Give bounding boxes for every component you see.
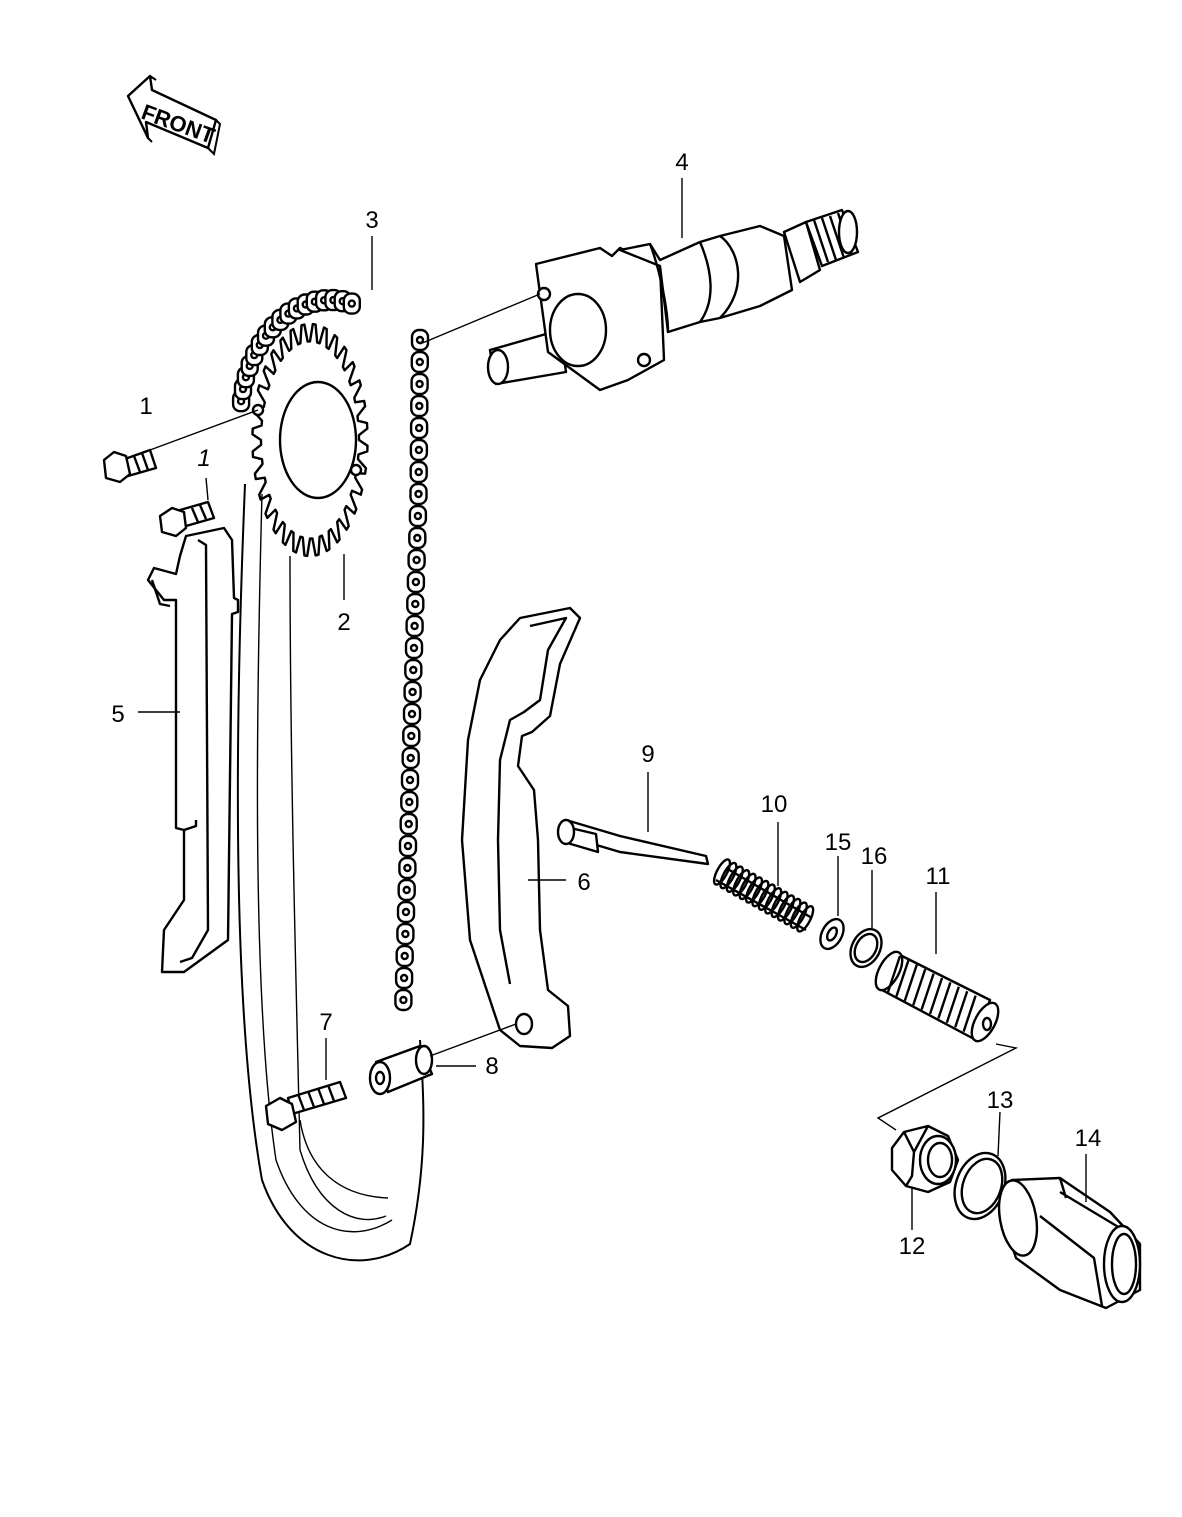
spring-coil (796, 905, 815, 933)
spring (712, 858, 815, 933)
lock-nut (890, 1124, 960, 1194)
chain-pin (399, 995, 408, 1005)
chain-pin (406, 753, 415, 763)
callout-11: 11 (926, 863, 951, 890)
adjuster-thread (895, 960, 910, 997)
push-rod (556, 818, 710, 866)
cap-bolt (997, 1176, 1142, 1310)
spring-coil (789, 901, 808, 929)
callout-12: 12 (899, 1233, 926, 1260)
adjuster-thread (912, 968, 927, 1006)
chain-pin (403, 841, 413, 851)
bolt-lower (158, 500, 216, 538)
adjuster-thread (928, 977, 944, 1015)
washer (819, 917, 845, 951)
callout-2: 2 (337, 609, 350, 636)
cam-chain (231, 288, 430, 1262)
spring-coil (757, 883, 776, 911)
adjuster-thread (937, 982, 952, 1019)
callouts: 1 1 2 3 4 5 6 7 8 9 10 11 12 13 14 15 16 (111, 149, 1101, 1260)
chain-pin (411, 599, 420, 609)
chain-guide (146, 526, 240, 974)
chain-pin (410, 621, 419, 631)
tensioner-guide (460, 606, 582, 1050)
spring-coil (719, 861, 738, 890)
chain-pin (415, 335, 425, 345)
bolt-upper (102, 448, 158, 484)
callout-7: 7 (319, 1009, 332, 1036)
chain-pin (400, 951, 409, 961)
chain-pin (407, 709, 417, 719)
callout-1-upper: 1 (139, 393, 152, 420)
camshaft (486, 208, 860, 392)
spring-coil (738, 872, 757, 901)
gasket (953, 1151, 1007, 1221)
sprocket (251, 322, 369, 558)
chain-pin (411, 577, 421, 587)
adjuster-thread (945, 986, 960, 1024)
chain-pin (401, 929, 410, 939)
adjuster-thread (954, 990, 969, 1028)
spring-coil (712, 858, 732, 886)
callout-3: 3 (365, 207, 378, 234)
callout-4: 4 (675, 149, 688, 176)
callout-9: 9 (641, 741, 654, 768)
adjuster-thread (920, 973, 935, 1010)
spring-coil (764, 887, 783, 915)
adjuster-thread (962, 995, 977, 1032)
chain-pin (414, 489, 423, 499)
spring-coil (770, 890, 789, 919)
chain-pin (415, 379, 424, 389)
chain-pin (415, 401, 424, 411)
spring-coil (751, 879, 770, 908)
callout-13: 13 (987, 1087, 1014, 1114)
chain-pin (408, 687, 417, 697)
callout-8: 8 (485, 1053, 498, 1080)
leader-lines (138, 178, 1087, 1230)
chain-pin (405, 797, 414, 807)
chain-pin (403, 863, 412, 873)
spring-coil (776, 894, 796, 922)
spring-coil (783, 897, 802, 926)
callout-5: 5 (111, 701, 124, 728)
chain-pin (407, 731, 416, 741)
chain-pin (404, 819, 413, 829)
callout-15: 15 (825, 829, 852, 856)
chain-pin (413, 511, 423, 521)
pivot-bolt (264, 1080, 348, 1132)
callout-10: 10 (761, 791, 788, 818)
chain-pin (414, 423, 424, 433)
adjuster-body (874, 950, 1000, 1043)
o-ring (849, 927, 883, 969)
collar (368, 1044, 434, 1096)
spring-coil (732, 869, 751, 897)
chain-pin (409, 665, 418, 675)
adjuster-thread (903, 964, 918, 1002)
spring-coil (744, 876, 764, 904)
adjuster-thread (886, 955, 902, 993)
chain-pin (413, 533, 422, 543)
chain-pin (399, 973, 409, 983)
callout-1-lower: 1 (197, 445, 210, 472)
chain-pin (401, 907, 411, 917)
chain-pin (412, 555, 421, 565)
spring-coil (725, 865, 744, 893)
chain-pin (405, 775, 415, 785)
callout-16: 16 (861, 843, 888, 870)
callout-6: 6 (577, 869, 590, 896)
callout-14: 14 (1075, 1125, 1102, 1152)
front-arrow: FRONT (126, 74, 222, 157)
chain-pin (415, 357, 424, 367)
chain-pin (347, 299, 356, 308)
chain-pin (414, 467, 423, 477)
chain-pin (402, 885, 411, 895)
chain-pin (414, 445, 424, 455)
chain-pin (409, 643, 419, 653)
